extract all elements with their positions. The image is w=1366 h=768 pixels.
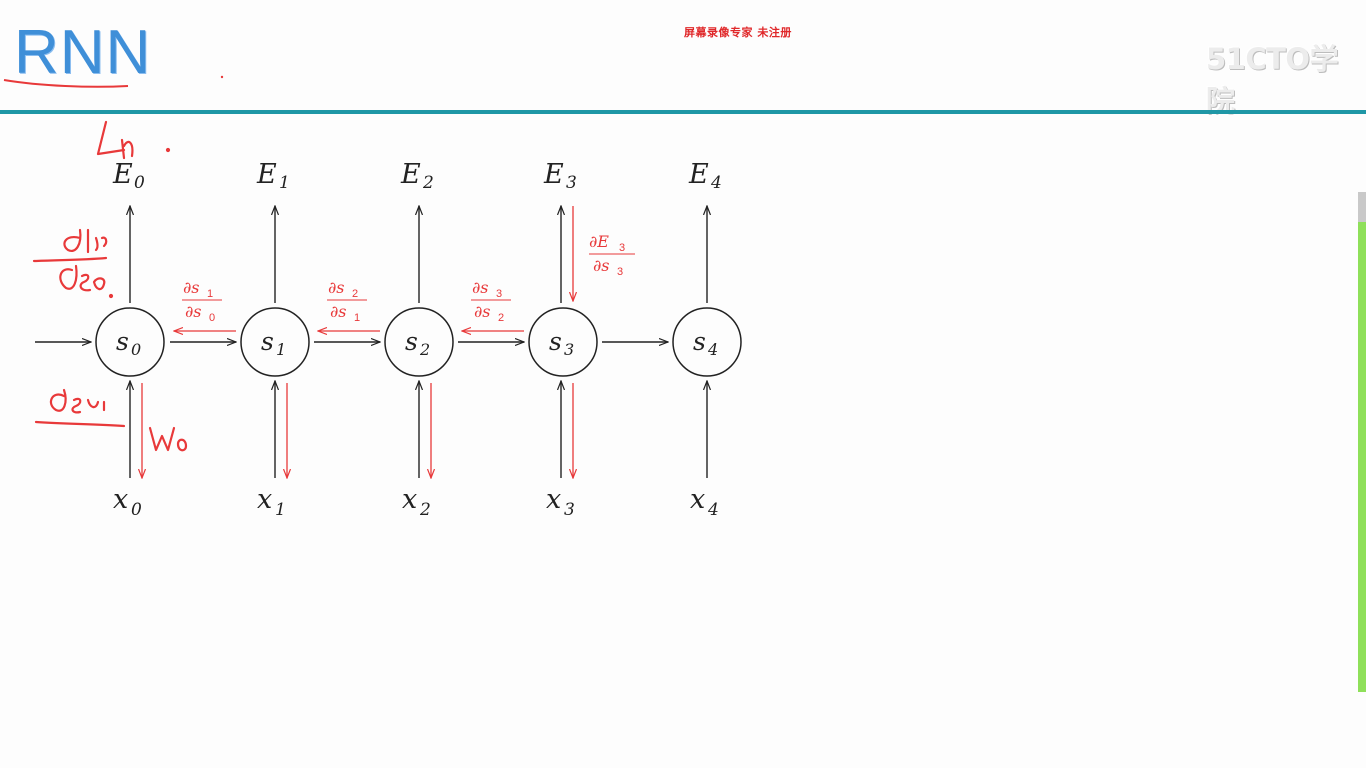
svg-text:∂s: ∂s <box>472 278 488 297</box>
state-label-0-base: s <box>116 327 129 356</box>
title-divider <box>0 110 1366 114</box>
state-label-1-base: s <box>261 327 274 356</box>
slide-title: RNN <box>14 18 152 87</box>
svg-text:4: 4 <box>707 500 719 520</box>
handwriting-fraction-bar-2 <box>34 420 126 428</box>
svg-text:∂s: ∂s <box>183 278 199 297</box>
svg-text:0: 0 <box>209 312 215 324</box>
error-label-0: E 0 <box>112 159 145 193</box>
svg-text:3: 3 <box>566 173 577 193</box>
svg-text:E: E <box>688 159 709 190</box>
error-label-2: E 2 <box>400 159 434 193</box>
svg-text:E: E <box>543 159 564 190</box>
state-label-3-sub: 3 <box>564 340 574 359</box>
recorder-watermark: 屏幕录像专家 未注册 <box>684 26 792 39</box>
svg-text:E: E <box>112 159 133 190</box>
state-node-2: s 2 <box>384 307 454 377</box>
handwritten-annotations <box>32 120 188 452</box>
state-node-3: s 3 <box>528 307 598 377</box>
svg-text:x: x <box>546 484 561 515</box>
input-label-1: x 1 <box>257 484 286 520</box>
svg-text:2: 2 <box>422 173 434 193</box>
state-label-0-sub: 0 <box>131 340 141 359</box>
svg-text:3: 3 <box>619 242 625 254</box>
svg-text:2: 2 <box>352 288 358 300</box>
scroll-knob[interactable] <box>1358 192 1366 222</box>
gradient-label-2-1: ∂s 2 ∂s 1 <box>327 278 367 324</box>
svg-text:∂s: ∂s <box>330 302 346 321</box>
svg-text:0: 0 <box>134 173 145 193</box>
handwriting-L-sub <box>120 138 134 160</box>
input-label-2: x 2 <box>402 484 431 520</box>
svg-text:∂E: ∂E <box>589 232 609 251</box>
stray-dot <box>220 75 224 79</box>
gradient-label-1-0: ∂s 1 ∂s 0 <box>182 278 222 324</box>
svg-text:∂s: ∂s <box>185 302 201 321</box>
gradient-label-3-2: ∂s 3 ∂s 2 <box>471 278 511 324</box>
side-scroll-strip[interactable] <box>1358 222 1366 692</box>
handwriting-fraction-bar-1 <box>32 256 108 263</box>
svg-text:3: 3 <box>617 266 623 278</box>
svg-text:3: 3 <box>496 288 502 300</box>
handwriting-W-sub <box>176 438 188 452</box>
state-label-4-sub: 4 <box>707 340 718 359</box>
input-label-0: x 0 <box>113 484 142 520</box>
svg-text:E: E <box>256 159 277 190</box>
svg-text:∂s: ∂s <box>328 278 344 297</box>
input-label-4: x 4 <box>690 484 719 520</box>
brand-logo: 51CTO学院 <box>1206 42 1339 118</box>
svg-text:1: 1 <box>275 500 286 520</box>
svg-text:1: 1 <box>354 312 360 324</box>
handwriting-dot-2 <box>108 293 114 299</box>
svg-text:x: x <box>690 484 705 515</box>
handwriting-ds0-lower <box>49 388 106 414</box>
title-underline-stroke <box>3 79 129 88</box>
handwriting-dl0 <box>63 228 108 254</box>
state-label-2-base: s <box>405 327 418 356</box>
error-label-3: E 3 <box>543 159 577 193</box>
handwriting-W <box>148 426 176 452</box>
state-node-0: s 0 <box>95 307 165 377</box>
state-label-1-sub: 1 <box>276 340 286 359</box>
state-label-3-base: s <box>549 327 562 356</box>
input-label-3: x 3 <box>546 484 575 520</box>
svg-text:4: 4 <box>710 173 722 193</box>
svg-text:0: 0 <box>131 500 142 520</box>
svg-text:3: 3 <box>564 500 575 520</box>
state-label-2-sub: 2 <box>419 340 430 359</box>
output-gradient-label-3: ∂E 3 ∂s 3 <box>589 232 635 278</box>
svg-text:∂s: ∂s <box>474 302 490 321</box>
svg-text:x: x <box>257 484 272 515</box>
svg-text:1: 1 <box>207 288 213 300</box>
svg-text:x: x <box>402 484 417 515</box>
handwriting-ds0 <box>59 264 106 292</box>
svg-text:1: 1 <box>279 173 290 193</box>
handwriting-L <box>96 120 126 156</box>
svg-text:2: 2 <box>498 312 504 324</box>
svg-text:∂s: ∂s <box>593 256 609 275</box>
handwriting-dot-1 <box>165 147 171 153</box>
svg-text:2: 2 <box>419 500 431 520</box>
error-label-4: E 4 <box>688 159 722 193</box>
state-label-4-base: s <box>693 327 706 356</box>
error-label-1: E 1 <box>256 159 290 193</box>
state-node-1: s 1 <box>240 307 310 377</box>
svg-text:x: x <box>113 484 128 515</box>
svg-text:E: E <box>400 159 421 190</box>
state-node-4: s 4 <box>672 307 742 377</box>
